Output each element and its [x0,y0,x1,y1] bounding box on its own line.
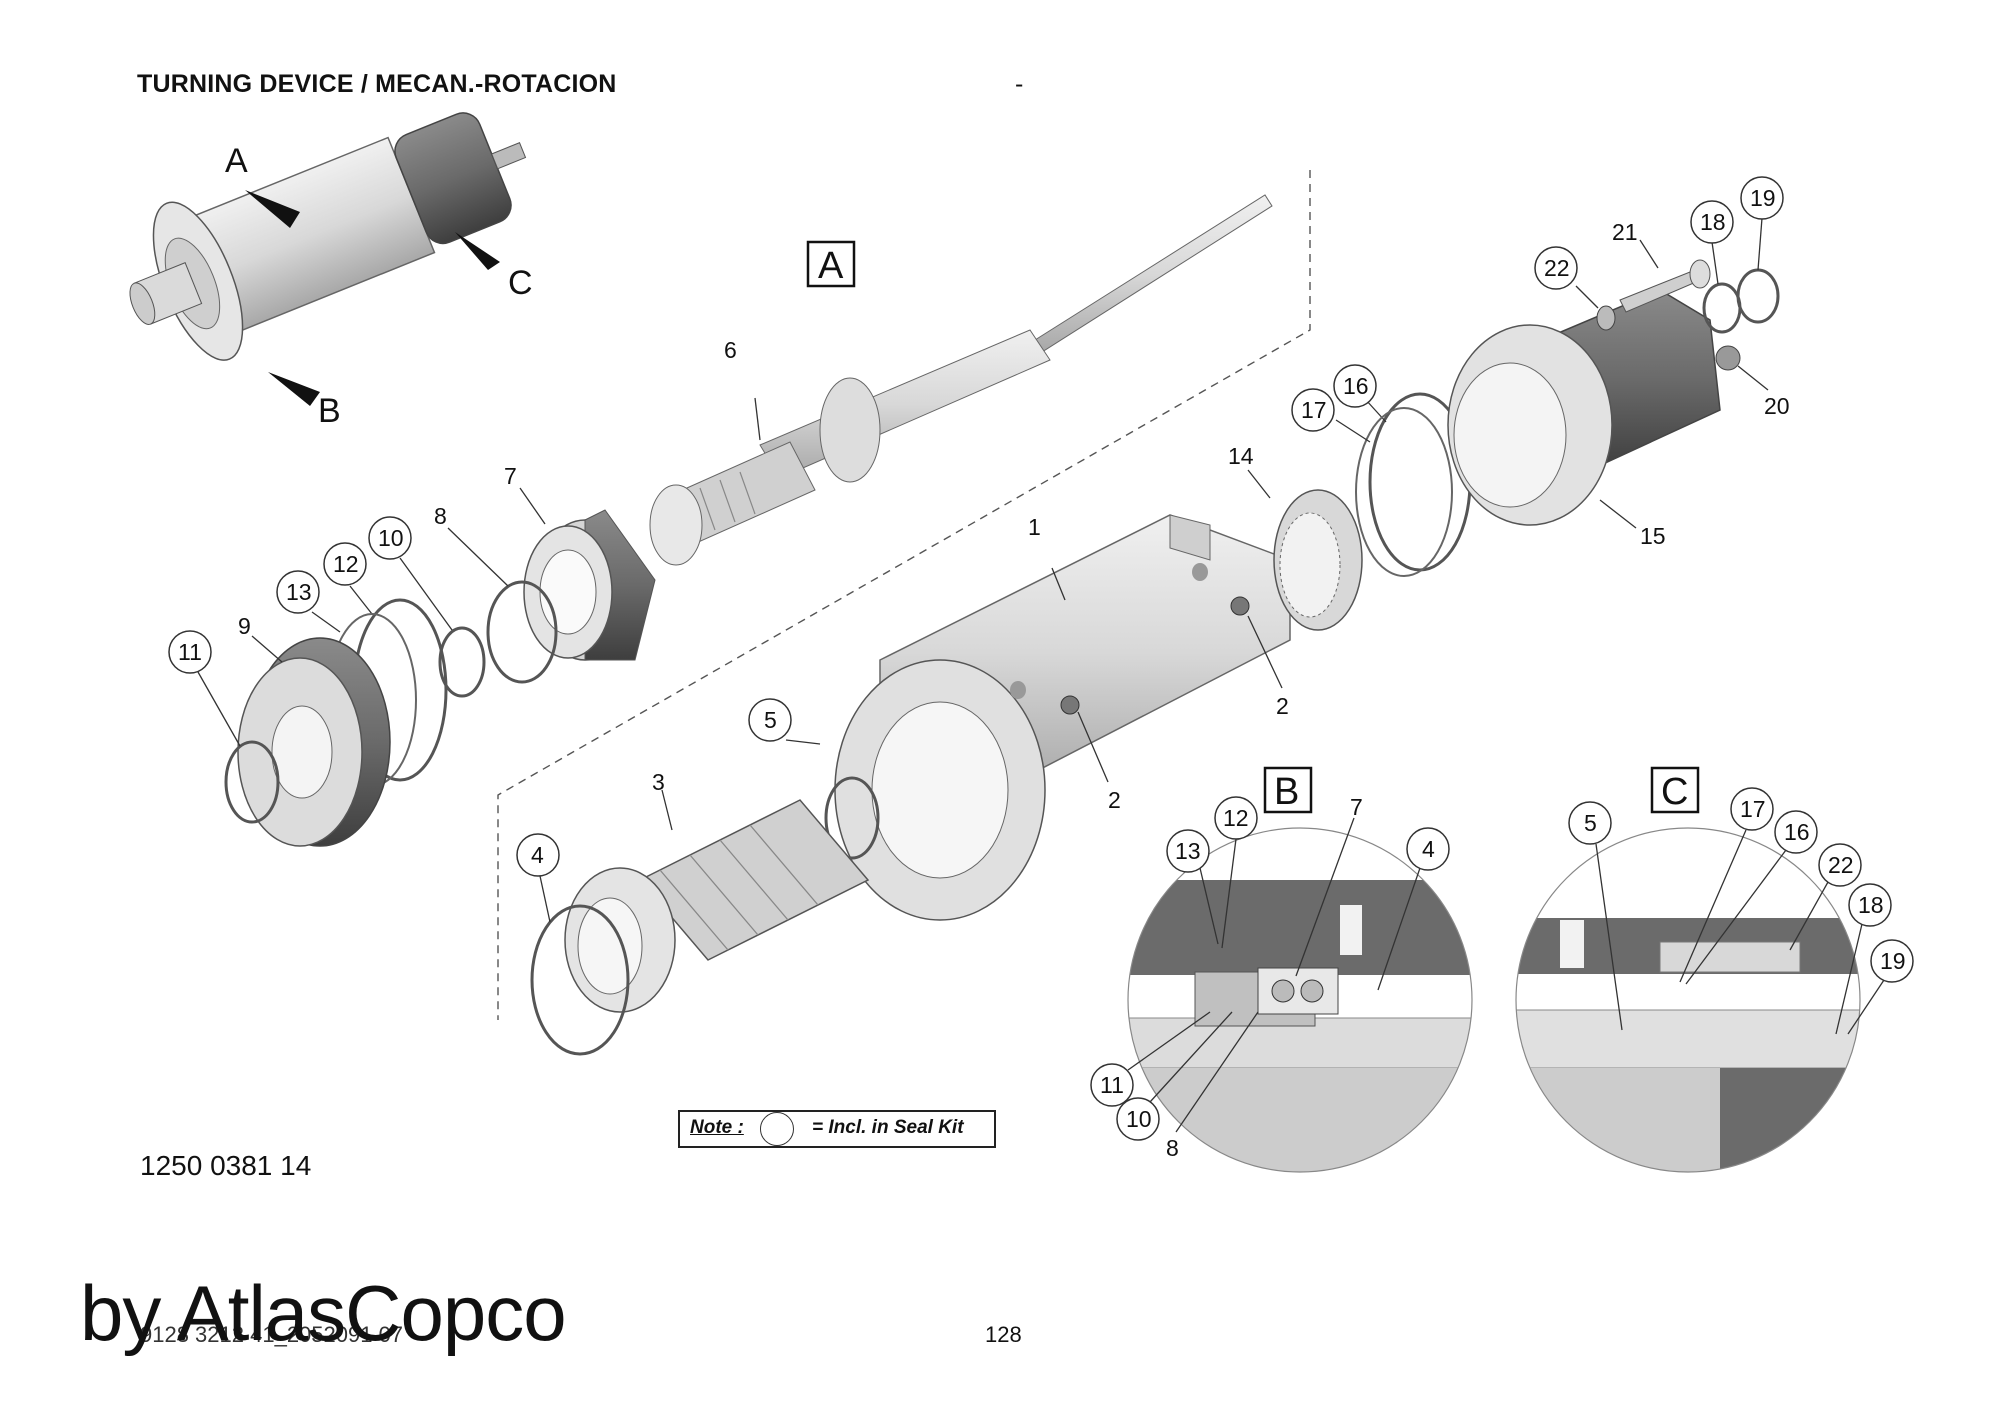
detail-b-label-7: 7 [1350,794,1363,820]
detail-box-b-label: B [1274,771,1299,813]
detail-box-b [1263,766,1313,814]
part-label-18: 18 [1700,209,1726,235]
part-3-splined-sleeve: 3 [564,769,870,1013]
view-letter-a: A [225,142,248,180]
part-11-ring: 11 [168,630,280,824]
part-8-snap-ring: 8 [434,503,558,684]
detail-box-a [806,240,856,288]
detail-c-label-5: 5 [1584,810,1597,836]
detail-c-label-18: 18 [1858,892,1884,918]
part-label-13: 13 [286,579,312,605]
detail-c-label-19: 19 [1880,948,1906,974]
document-number: 1250 0381 14 [140,1150,312,1181]
part-label-10: 10 [378,525,404,551]
part-label-20: 20 [1764,393,1790,419]
part-22-washer: 22 [1534,246,1616,331]
header-separator: - [1015,70,1024,98]
part-label-2b: 2 [1276,693,1289,719]
detail-c-label-16: 16 [1784,819,1810,845]
part-label-19: 19 [1750,185,1776,211]
part-15-motor-housing: 15 [1447,289,1721,549]
detail-c-label-17: 17 [1740,796,1766,822]
assembly-boundary [497,170,1311,1020]
part-17-ring: 17 [1291,388,1453,577]
part-label-9: 9 [238,613,251,639]
part-label-3: 3 [652,769,665,795]
part-label-2a: 2 [1108,787,1121,813]
part-label-14: 14 [1228,443,1254,469]
part-14-gear-ring: 14 [1228,443,1363,631]
detail-b-label-11: 11 [1100,1072,1124,1098]
view-letter-c: C [508,264,533,302]
part-label-22: 22 [1544,255,1570,281]
detail-b-label-8: 8 [1166,1135,1179,1161]
view-letter-b: B [318,392,341,430]
part-9-cover: 9 [237,613,391,847]
detail-box-a-label: A [818,245,844,287]
part-5-ring: 5 [748,698,880,860]
watermark: by AtlasCopco [80,1269,567,1357]
part-label-1: 1 [1028,514,1041,540]
detail-c: C 5 17 16 22 18 19 [1515,766,1914,1173]
part-label-7: 7 [504,463,517,489]
part-label-21: 21 [1612,219,1638,245]
part-label-11: 11 [178,639,202,665]
seal-kit-circle-icon [760,1112,794,1146]
detail-b-label-10: 10 [1126,1106,1152,1132]
seal-kit-note-box [678,1110,996,1148]
part-label-6: 6 [724,337,737,363]
detail-c-label-22: 22 [1828,852,1854,878]
page-number: 128 [985,1322,1022,1347]
detail-b-label-13: 13 [1175,838,1201,864]
overview-assembly: A C B [129,112,533,430]
part-7-bearing: 7 [504,463,656,661]
part-21-bolt: 21 [1612,219,1711,313]
part-label-4: 4 [531,842,544,868]
part-10-seal-ring: 10 [368,516,486,698]
part-1-housing: 1 [834,514,1291,921]
detail-b-label-12: 12 [1223,805,1249,831]
detail-b: B 13 12 7 4 11 10 8 [1090,766,1473,1173]
footer-code: 9128 3212 41_2052091 07 [140,1322,404,1347]
part-20-plug: 20 [1715,345,1790,419]
part-label-15: 15 [1640,523,1666,549]
page-title: TURNING DEVICE / MECAN.-ROTACION [137,70,617,98]
part-2-plugs: 2 2 [1077,615,1289,813]
detail-box-c-label: C [1661,771,1688,813]
part-label-5: 5 [764,707,777,733]
part-label-12: 12 [333,551,359,577]
part-label-17: 17 [1301,397,1327,423]
note-text: = Incl. in Seal Kit [812,1117,964,1138]
part-label-16: 16 [1343,373,1369,399]
part-6-shaft: 6 [649,194,1273,566]
note-label: Note : [690,1117,744,1138]
detail-box-c [1650,766,1700,814]
part-label-8: 8 [434,503,447,529]
part-19-ring: 19 [1736,176,1784,324]
part-4-ring: 4 [516,833,630,1056]
detail-b-label-4: 4 [1422,836,1435,862]
part-18-ring: 18 [1690,200,1742,334]
